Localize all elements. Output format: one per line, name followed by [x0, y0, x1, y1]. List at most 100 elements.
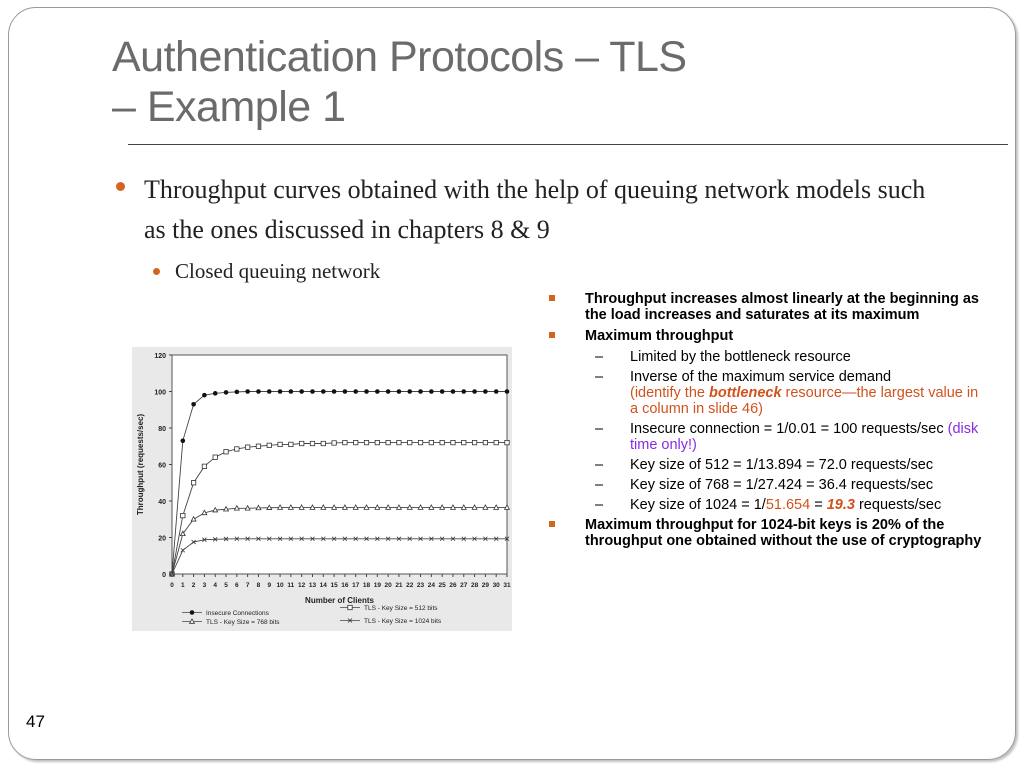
data-point — [331, 536, 337, 542]
data-point — [483, 536, 488, 542]
main-bullet-text: Throughput curves obtained with the help… — [144, 175, 926, 244]
title-underline — [128, 144, 1008, 145]
data-point — [299, 440, 305, 447]
data-point — [407, 536, 413, 542]
sub-note-highlight: (identify the — [630, 385, 709, 401]
data-point — [331, 440, 337, 446]
x-tick-label: 28 — [471, 582, 479, 589]
data-point — [234, 446, 240, 452]
series-line — [171, 538, 507, 575]
data-point — [234, 536, 240, 542]
y-tick-label: 120 — [154, 353, 166, 360]
x-tick-label: 29 — [482, 582, 490, 589]
data-point — [483, 389, 488, 394]
data-point — [504, 440, 510, 446]
data-point — [493, 440, 499, 446]
sub-note-key-1024: – Key size of 1024 = 1/51.654 = 19.3 req… — [548, 497, 988, 513]
slide-frame — [8, 7, 1016, 760]
x-tick-label: 9 — [267, 582, 271, 589]
data-point — [396, 440, 402, 446]
data-point — [460, 504, 467, 510]
dash-bullet: – — [595, 477, 604, 493]
data-point — [266, 504, 273, 510]
dash-bullet: – — [595, 369, 604, 385]
data-point — [277, 389, 283, 394]
data-point — [245, 536, 250, 542]
x-tick-label: 26 — [449, 582, 457, 589]
data-point — [266, 389, 272, 394]
x-tick-label: 3 — [203, 582, 207, 589]
data-point — [493, 389, 499, 394]
data-point — [504, 389, 510, 394]
data-point — [450, 536, 456, 542]
data-point — [255, 443, 262, 449]
data-point — [341, 504, 348, 510]
data-point — [429, 389, 434, 394]
x-tick-label: 11 — [287, 582, 294, 589]
data-point — [504, 536, 510, 542]
note-text: Maximum throughput for 1024-bit keys is … — [585, 517, 982, 549]
data-point — [310, 389, 315, 394]
data-point — [461, 440, 467, 446]
data-point — [276, 504, 284, 510]
data-point — [395, 504, 403, 510]
data-point — [266, 536, 272, 542]
data-point — [407, 389, 413, 394]
data-point — [180, 438, 186, 444]
note-text: Maximum throughput — [585, 328, 734, 344]
data-point — [406, 504, 413, 510]
x-tick-label: 21 — [395, 582, 403, 589]
x-tick-label: 20 — [385, 582, 393, 589]
plot-area — [171, 354, 508, 575]
title-line-1: Authentication Protocols – TLS — [112, 33, 687, 81]
data-point — [342, 440, 348, 446]
x-tick-label: 13 — [309, 582, 317, 589]
sub-note-highlight: resource—the largest value in a column i… — [630, 385, 979, 417]
dash-bullet: – — [595, 457, 604, 473]
data-point — [417, 504, 424, 510]
x-tick-label: 25 — [439, 582, 447, 589]
data-point — [202, 537, 207, 542]
data-point — [385, 440, 391, 446]
sub-note-text: Key size of 768 = 1/27.424 = 36.4 reques… — [630, 477, 934, 493]
data-point — [417, 440, 424, 446]
data-point — [277, 536, 283, 542]
data-point — [353, 440, 359, 446]
x-tick-label: 12 — [298, 582, 306, 589]
slide-title: Authentication Protocols – TLS – Example… — [112, 32, 992, 132]
data-point — [439, 504, 446, 510]
y-tick-label: 0 — [162, 572, 166, 579]
data-point — [503, 504, 511, 510]
data-point — [418, 389, 423, 394]
data-point — [363, 504, 370, 510]
data-point — [309, 440, 316, 447]
x-tick-label: 5 — [224, 582, 228, 589]
data-point — [439, 536, 445, 542]
bullet-dot-icon — [116, 182, 125, 191]
note-text: Throughput increases almost linearly at … — [585, 291, 979, 323]
x-tick-label: 27 — [460, 582, 468, 589]
x-tick-label: 6 — [235, 582, 239, 589]
x-tick-label: 19 — [374, 582, 382, 589]
sub-note-text: Key size of 1024 = 1/ — [630, 497, 766, 513]
data-point — [223, 449, 229, 455]
data-point — [309, 504, 316, 510]
data-point — [202, 392, 207, 398]
data-point — [255, 504, 262, 511]
data-point — [179, 530, 186, 537]
data-point — [418, 536, 423, 542]
data-point — [245, 444, 251, 450]
x-tick-label: 30 — [493, 582, 501, 589]
y-tick-label: 80 — [158, 426, 166, 433]
sub-note-key-768: – Key size of 768 = 1/27.424 = 36.4 requ… — [548, 477, 988, 493]
data-point — [374, 504, 381, 510]
data-point — [320, 389, 326, 394]
x-tick-label: 16 — [341, 582, 349, 589]
data-point — [439, 440, 445, 446]
x-tick-label: 15 — [330, 582, 338, 589]
sub-note-text: Key size of 512 = 1/13.894 = 72.0 reques… — [630, 457, 934, 473]
data-point — [212, 391, 218, 396]
data-point — [450, 389, 456, 394]
disk-time-note: (disk time only!) — [630, 421, 979, 453]
sub-bullet-text: Closed queuing network — [175, 259, 381, 283]
